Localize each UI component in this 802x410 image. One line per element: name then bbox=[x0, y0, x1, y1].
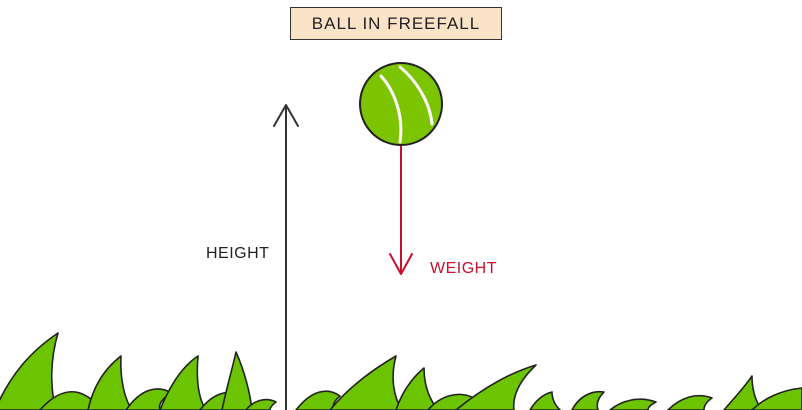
grass-icon bbox=[0, 332, 802, 410]
weight-label: WEIGHT bbox=[430, 260, 497, 277]
height-label: HEIGHT bbox=[206, 245, 270, 262]
diagram-title: BALL IN FREEFALL bbox=[290, 7, 502, 40]
weight-arrow bbox=[389, 145, 413, 275]
tennis-ball-icon bbox=[359, 62, 443, 146]
height-arrow bbox=[273, 104, 299, 410]
